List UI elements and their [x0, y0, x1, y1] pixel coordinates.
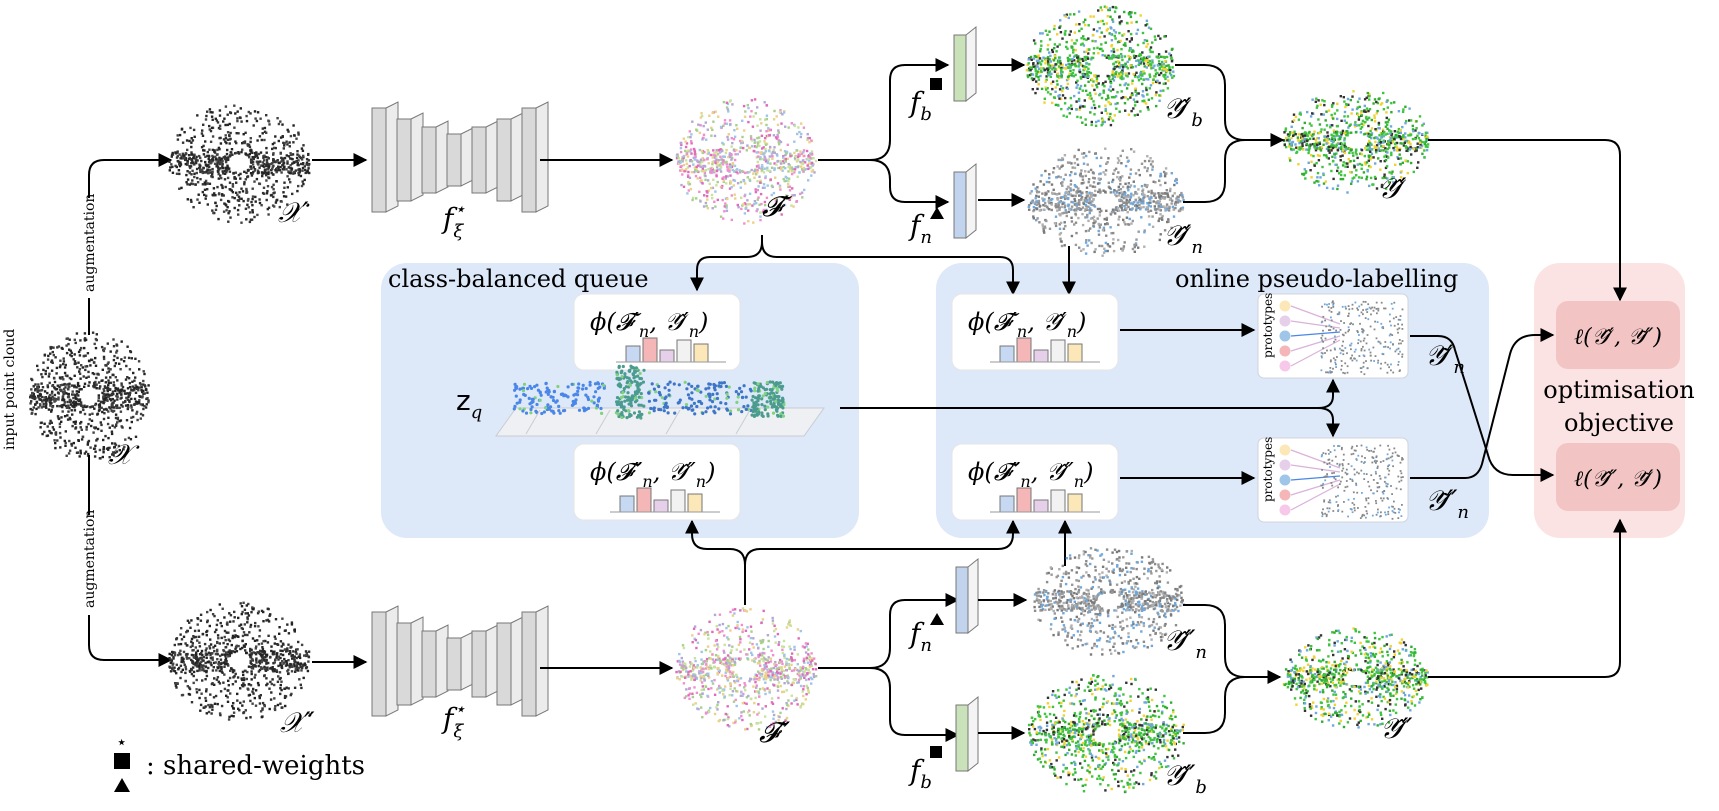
y-dprime-label: 𝒴̂″: [1380, 712, 1413, 745]
prediction-y-dprime: [1282, 627, 1429, 729]
head-fb-top: [953, 25, 977, 103]
square-marker-icon: [930, 746, 942, 758]
augmented-cloud-top: [168, 104, 311, 224]
arrow-y-dprime-to-loss: [1428, 518, 1627, 678]
arrow-feature-to-fb-bottom: [869, 667, 960, 742]
arrow-feature-dprime-to-pseudo: [744, 519, 1020, 566]
prototypes-label-bottom: prototypes: [1261, 437, 1275, 502]
prediction-yb-prime: [1025, 5, 1176, 127]
feature-cloud-bottom: [675, 607, 818, 731]
legend: ⋆ : shared-weights: [114, 732, 365, 792]
queue-tray: [495, 407, 825, 437]
arrow-feature-to-pseudo: [761, 241, 1020, 296]
head-fn-top: [953, 162, 977, 240]
queue-title: class-balanced queue: [388, 265, 649, 293]
encoder-label-bottom: fξ⋆: [441, 699, 466, 742]
head-fn-top-label: fn: [908, 209, 932, 248]
histogram-queue-bottom: [610, 487, 720, 513]
prototypes-card-bottom: prototypes: [1257, 437, 1409, 523]
input-point-cloud-label: input point cloud: [2, 329, 18, 450]
prediction-yn-prime: [1027, 147, 1185, 257]
prototypes-card-top: prototypes: [1257, 293, 1409, 379]
arrow-merge-yn-prime: [1183, 139, 1246, 203]
yt-dprime-label: 𝒴̃″n: [1425, 484, 1469, 523]
square-marker-icon: [114, 753, 130, 769]
queue-card-top: ϕ(𝓕′n, 𝒴̂′n): [573, 293, 741, 371]
triangle-marker-icon: [114, 778, 130, 792]
queue-card-bottom: ϕ(𝓕″n, 𝒴̂″n): [573, 443, 741, 521]
star-icon: ⋆: [116, 732, 127, 753]
arrow-merge-yb-prime: [1175, 64, 1285, 147]
arrow-merge-yb-dprime: [1183, 676, 1246, 734]
loss-top-label: ℓ(𝒴̂′, 𝒴̃″): [1574, 325, 1662, 350]
arrow-feature-to-fb-top: [818, 58, 950, 161]
legend-text: : shared-weights: [146, 751, 365, 781]
augmentation-label-top: augmentation: [82, 194, 98, 292]
pseudo-card-bottom: ϕ(𝓕″n, 𝒴̂″n): [951, 443, 1119, 521]
encoder-label-top: fξ⋆: [441, 199, 466, 242]
zq-label: zq: [456, 384, 482, 423]
histogram-pseudo-top: [990, 337, 1100, 363]
objective-title-line1: optimisation: [1543, 376, 1694, 404]
pseudo-card-top: ϕ(𝓕′n, 𝒴̂′n): [951, 293, 1119, 371]
arrow-feature-to-fn-bottom: [818, 593, 960, 669]
encoder-top: [371, 101, 549, 213]
augmentation-label-bottom: augmentation: [82, 510, 98, 608]
triangle-marker-icon: [930, 207, 944, 219]
histogram-queue-top: [616, 337, 726, 363]
y-prime-label: 𝒴̂′: [1378, 172, 1407, 205]
x-dprime-label: 𝒳″: [280, 706, 315, 739]
augmentation-arrow-top: [88, 153, 173, 335]
arrow-feature-to-queue: [690, 235, 763, 292]
head-fn-bottom-label: fn: [908, 617, 932, 656]
feature-cloud-top: [675, 98, 818, 225]
objective-title-line2: objective: [1564, 409, 1674, 437]
loss-box-bottom: [1556, 443, 1680, 511]
feature-label-top: 𝓕′: [762, 190, 792, 223]
histogram-pseudo-bottom: [990, 487, 1100, 513]
square-marker-icon: [930, 78, 942, 90]
arrow-y-prime-to-loss: [1428, 139, 1627, 302]
head-fb-bottom-label: fb: [908, 754, 932, 793]
x-prime-label: 𝒳′: [278, 196, 310, 229]
yt-prime-label: 𝒴̃′n: [1425, 339, 1465, 378]
prediction-y-prime: [1282, 90, 1430, 194]
encoder-bottom: [371, 605, 549, 717]
pseudo-title: online pseudo-labelling: [1175, 265, 1458, 293]
loss-bottom-label: ℓ(𝒴̂″, 𝒴̃′): [1574, 467, 1662, 492]
arrow-feature-dprime-to-queue: [685, 519, 746, 566]
prediction-yn-dprime: [1033, 547, 1186, 656]
augmented-cloud-bottom: [168, 601, 311, 721]
yb-dprime-label: 𝒴̂″b: [1163, 759, 1207, 798]
x-label: 𝒳: [108, 438, 140, 471]
input-point-cloud: [29, 331, 150, 460]
head-fn-bottom: [955, 557, 979, 635]
yb-prime-label: 𝒴̂′b: [1163, 92, 1203, 131]
feature-label-bottom: 𝓕″: [759, 716, 791, 749]
head-fb-top-label: fb: [908, 86, 932, 125]
arrow-feature-to-fn-top: [869, 159, 950, 209]
yn-prime-label: 𝒴̂′n: [1163, 219, 1203, 258]
arrow-queue-to-pseudo-down: [1317, 407, 1340, 438]
head-fb-bottom: [955, 695, 979, 773]
prediction-yb-dprime: [1027, 674, 1185, 794]
queue-objects: [512, 364, 786, 435]
arrow-yt-dprime-to-loss-top: [1410, 328, 1555, 479]
prototypes-label-top: prototypes: [1261, 293, 1275, 358]
arrow-merge-yn-dprime: [1183, 604, 1282, 684]
loss-box-top: [1556, 301, 1680, 369]
yn-dprime-label: 𝒴̂″n: [1163, 624, 1207, 663]
augmentation-arrow-bottom: [88, 455, 173, 667]
arrow-yt-prime-to-loss-bottom: [1410, 335, 1555, 482]
triangle-marker-icon: [930, 613, 944, 625]
